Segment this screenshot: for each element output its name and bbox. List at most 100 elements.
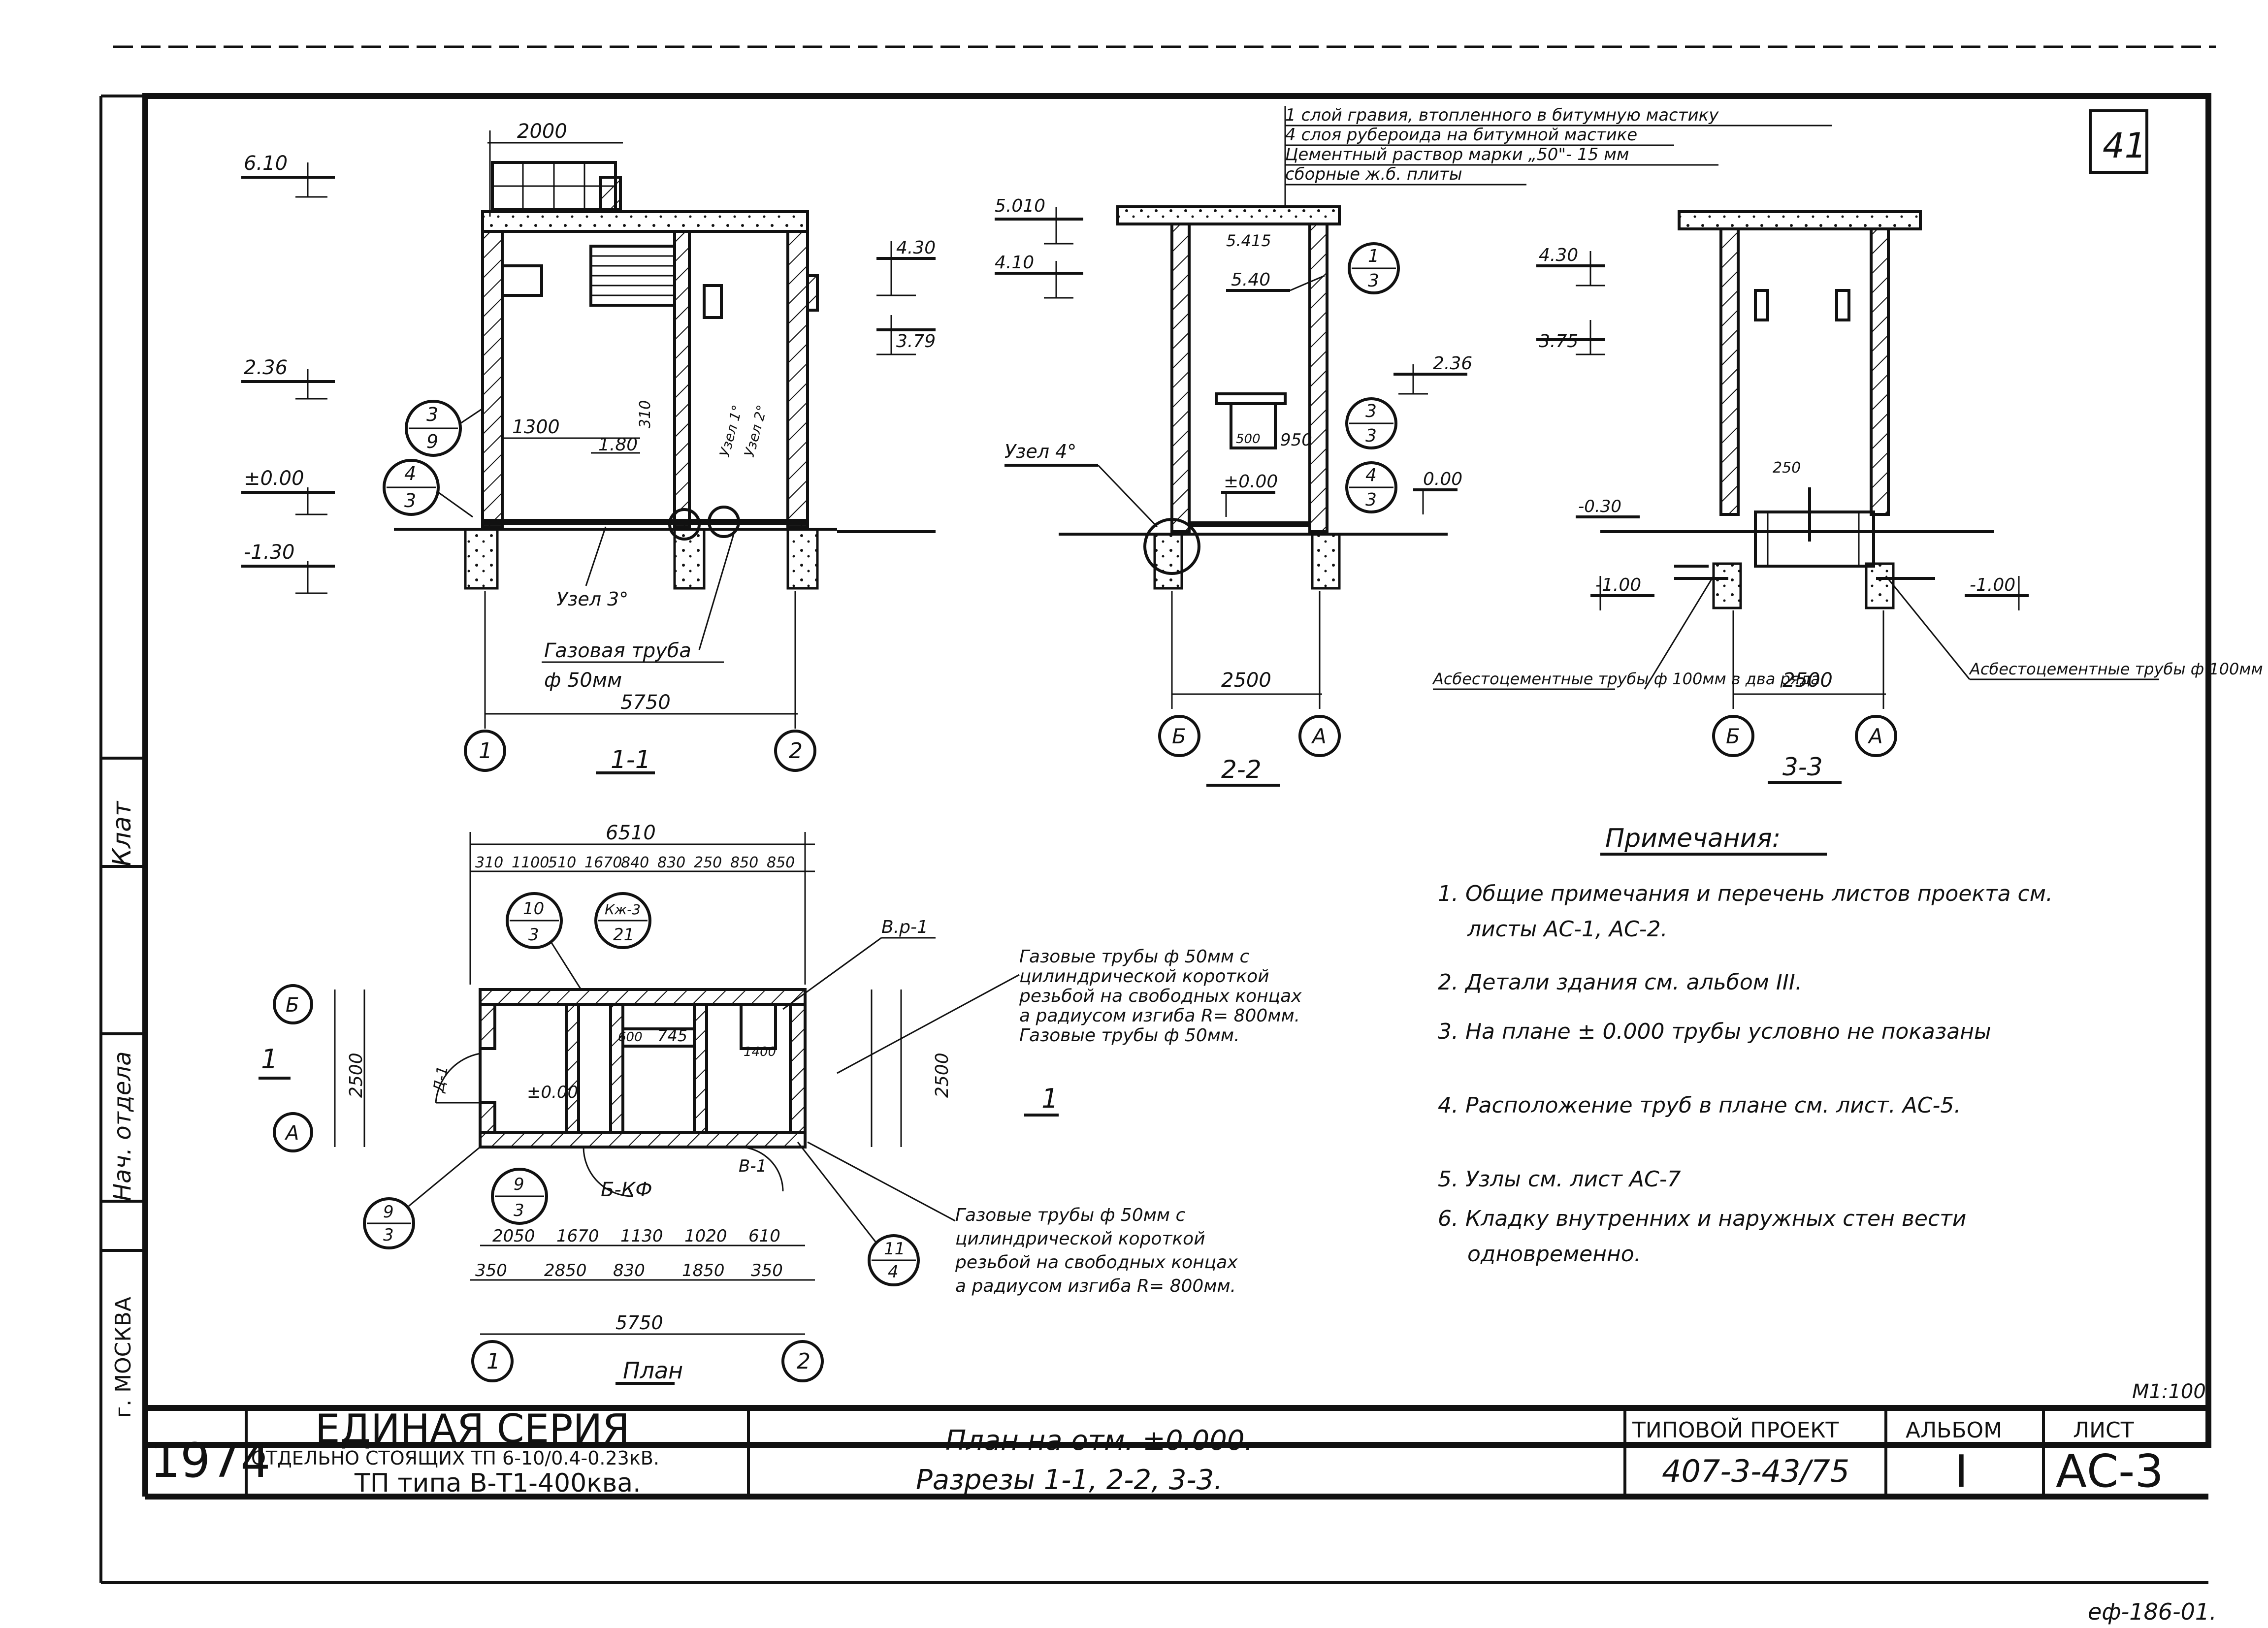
sheet-frame xyxy=(99,45,2216,1584)
note-item-3: 4. Расположение труб в плане см. лист. А… xyxy=(1438,1093,1961,1118)
s33-title: 3-3 xyxy=(1782,753,1823,781)
s33-axis-left: Б xyxy=(1726,724,1740,748)
plan-callout-right-bot: 4 xyxy=(888,1262,899,1282)
plan-dim-top-8: 850 xyxy=(767,854,795,871)
notes-items: 1. Общие примечания и перечень листов пр… xyxy=(1438,881,2053,1267)
side-stamp-nach: Нач. отдела xyxy=(109,1051,136,1201)
s11-elev-000: ±0.00 xyxy=(244,467,304,490)
plan-dim-top-4: 840 xyxy=(621,854,649,871)
s11-callout-b-top: 4 xyxy=(404,463,416,484)
page-number-box: 41 xyxy=(2089,109,2148,174)
plan-dim-top-5: 830 xyxy=(657,854,685,871)
plan-dim-left-total: 2500 xyxy=(346,1053,366,1098)
plan-callout-top-a-bot: 3 xyxy=(528,925,539,945)
s11-elev-right-top: 4.30 xyxy=(896,238,936,258)
plan-vent-label: В.р-1 xyxy=(881,917,928,937)
s33-axis-right: А xyxy=(1867,724,1883,748)
tb-series-title: ЕДИНАЯ СЕРИЯ xyxy=(315,1406,630,1452)
plan-dim-total-bottom: 5750 xyxy=(616,1312,663,1334)
s22-callout-3-bot: 3 xyxy=(1365,490,1377,510)
bottom-code: еф-186-01. xyxy=(2088,1598,2217,1625)
plan-dim-745: 745 xyxy=(657,1026,687,1045)
s22-axis-left: Б xyxy=(1172,724,1186,748)
plan-axis-b: Б xyxy=(286,994,299,1017)
section-3-3: 4.30 3.75 -0.30 -1.00 -1.00 250 Асбестоц… xyxy=(1432,210,2268,784)
plan-dim-top-3: 1670 xyxy=(584,854,622,871)
note-item-1: 2. Детали здания см. альбом III. xyxy=(1438,970,1802,995)
plan-note-b-line-2: резьбой на свободных концах xyxy=(955,1252,1238,1273)
s11-callout-a-bot: 9 xyxy=(426,431,438,452)
s33-pipes-right: Асбестоцементные трубы ф 100мм в два ряд… xyxy=(1969,660,2268,678)
s33-elev-100-l: -1.00 xyxy=(1595,575,1641,595)
plan-dim-top-2: 510 xyxy=(548,854,576,871)
plan-dim-top-0: 310 xyxy=(475,854,503,871)
s11-dim-310: 310 xyxy=(637,400,654,428)
s11-title: 1-1 xyxy=(611,745,651,774)
s22-callout-2-top: 3 xyxy=(1365,401,1377,421)
tb-sheet-value: АС-3 xyxy=(2056,1445,2164,1498)
plan-dim-bottom2-0: 350 xyxy=(475,1261,507,1280)
plan-dim-bottom-0: 2050 xyxy=(492,1226,535,1246)
plan-note-b-line-3: а радиусом изгиба R= 800мм. xyxy=(955,1276,1236,1296)
s22-dim-bottom: 2500 xyxy=(1221,669,1271,692)
roof-layer-4: сборные ж.б. плиты xyxy=(1285,164,1462,184)
s22-callout-1-top: 1 xyxy=(1368,246,1379,266)
plan-dim-bottom-4: 610 xyxy=(748,1226,780,1246)
plan-dim-bottom2-4: 350 xyxy=(751,1261,783,1280)
tb-project-label: ТИПОВОЙ ПРОЕКТ xyxy=(1632,1417,1839,1443)
s22-elev-000: ±0.00 xyxy=(1224,472,1278,492)
s22-title: 2-2 xyxy=(1221,755,1262,784)
roof-layer-3: Цементный раствор марки „50"- 15 мм xyxy=(1285,145,1629,164)
city-label: г. МОСКВА xyxy=(111,1297,136,1418)
s11-dim-top: 2000 xyxy=(517,120,567,143)
plan-callout-top-b-top: Кж-3 xyxy=(605,901,641,918)
plan-note-a-line-0: Газовые трубы ф 50мм с xyxy=(1019,947,1250,967)
s11-axis-right: 2 xyxy=(789,738,803,764)
s11-dim-bottom: 5750 xyxy=(620,691,671,714)
roof-layer-2: 4 слоя рубероида на битумной мастике xyxy=(1285,125,1637,145)
tb-series-sub: ОТДЕЛЬНО СТОЯЩИХ ТП 6-10/0.4-0.23кВ. xyxy=(251,1447,659,1469)
s22-callout-2-bot: 3 xyxy=(1365,426,1377,446)
plan-dim-bottom2-3: 1850 xyxy=(682,1261,725,1280)
s33-dim-bottom: 2500 xyxy=(1782,669,1833,692)
s11-node-b: Узел 1° xyxy=(716,403,746,459)
s11-elev-bottom: -1.30 xyxy=(244,541,295,564)
plan-callout-top-a-top: 10 xyxy=(523,899,544,919)
plan-dim-top-6: 250 xyxy=(694,854,722,871)
s22-node-label: Узел 4° xyxy=(1004,441,1076,462)
plan-door-label: Д-1 xyxy=(430,1065,452,1095)
note-item-4: 5. Узлы см. лист АС-7 xyxy=(1438,1167,1681,1192)
plan-dim-bottom-3: 1020 xyxy=(684,1226,727,1246)
plan-callout-top-b-bot: 21 xyxy=(613,925,634,945)
s22-callout-1-bot: 3 xyxy=(1368,271,1379,291)
plan-callout-left-top: 9 xyxy=(383,1202,394,1222)
plan-note-a-line-1: цилиндрической короткой xyxy=(1019,966,1269,987)
plan-room-label: Б-КФ xyxy=(601,1179,652,1201)
plan-dim-top-7: 850 xyxy=(730,854,758,871)
plan-cut-label: 1 xyxy=(261,1044,278,1075)
tb-desc-line2: Разрезы 1-1, 2-2, 3-3. xyxy=(916,1464,1223,1496)
s11-node-label: Узел 3° xyxy=(556,588,628,610)
s11-elev-236: 2.36 xyxy=(244,356,288,379)
s22-elev-5415: 5.415 xyxy=(1226,231,1271,250)
s22-callout-3-top: 4 xyxy=(1365,465,1377,485)
plan-dim-top-1: 1100 xyxy=(512,854,549,871)
s33-elev-100-r: -1.00 xyxy=(1970,575,2015,595)
s22-dim-500: 500 xyxy=(1236,432,1261,447)
s11-gas-pipe: Газовая труба xyxy=(544,639,691,662)
notes-title: Примечания: xyxy=(1605,824,1781,853)
s11-dim-180: 1.80 xyxy=(598,435,638,455)
plan-axis-a: А xyxy=(284,1122,299,1145)
tb-desc-line1: План на отм. ±0.000. xyxy=(945,1425,1253,1457)
s11-elev-top: 6.10 xyxy=(244,152,288,175)
section-1-1: 2000 6.10 2.36 ±0.00 xyxy=(241,120,936,774)
plan-note-a-line-3: а радиусом изгиба R= 800мм. xyxy=(1019,1006,1300,1026)
s22-elev-410: 4.10 xyxy=(995,253,1034,273)
s22-axis-right: А xyxy=(1311,724,1327,748)
tb-project-code: 407-3-43/75 xyxy=(1662,1453,1849,1489)
s11-callout-b-bot: 3 xyxy=(404,490,416,511)
s11-gas-pipe-dia: ф 50мм xyxy=(544,669,622,692)
